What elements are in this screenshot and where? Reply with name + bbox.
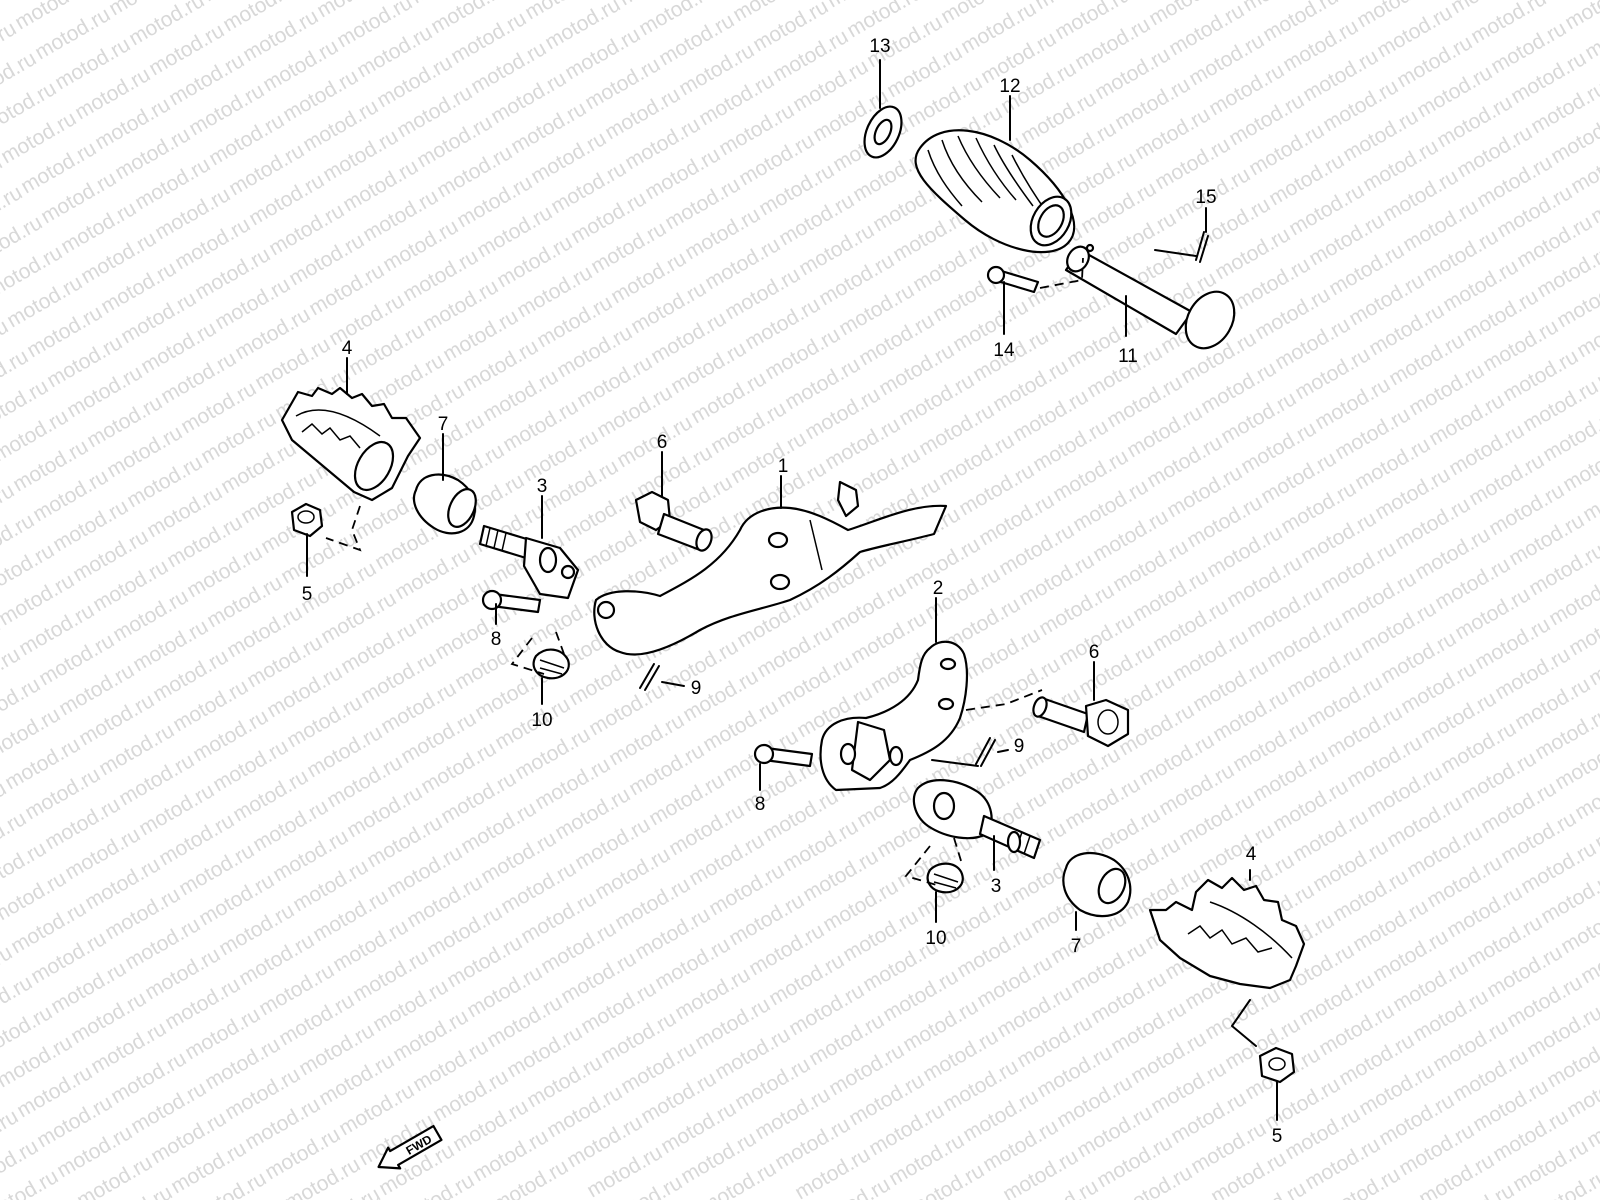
callout-11: 11 [1118, 346, 1138, 367]
callout-14: 14 [993, 340, 1015, 361]
part-7-bushing-left [412, 473, 477, 535]
callout-13: 13 [869, 36, 890, 57]
fwd-arrow-icon [377, 1124, 443, 1170]
callout-6-upper: 6 [657, 432, 668, 453]
callout-4-upper: 4 [342, 338, 353, 359]
part-6-bolt-lower [1032, 696, 1130, 748]
callout-3-lower: 3 [991, 876, 1002, 897]
callout-10-upper: 10 [531, 710, 552, 731]
callout-12: 12 [999, 76, 1020, 97]
callout-8-upper: 8 [491, 629, 502, 650]
part-13-washer [863, 105, 903, 159]
part-11-peg-shaft [1064, 243, 1236, 350]
part-7-bushing-lower [1062, 852, 1132, 918]
callout-7-lower: 7 [1071, 936, 1082, 957]
part-3-pivot-left [478, 524, 580, 600]
callout-5-upper: 5 [302, 584, 313, 605]
part-4-footrest-left [280, 386, 422, 552]
part-5-nut-left [290, 502, 324, 538]
part-2-bracket [819, 640, 1043, 792]
callout-9-upper: 9 [691, 678, 702, 699]
callout-6-lower: 6 [1089, 642, 1100, 663]
callout-15: 15 [1195, 187, 1216, 208]
part-5-nut-right [1258, 1046, 1296, 1084]
callout-1: 1 [778, 456, 789, 477]
callout-10-lower: 10 [925, 928, 946, 949]
watermark-text: motod.ru [1561, 0, 1600, 34]
part-10-spring-lower [904, 837, 964, 894]
leader-lines [306, 59, 1278, 1121]
part-15-clip [1154, 231, 1209, 263]
part-3-pivot-lower [912, 779, 1042, 860]
part-1-bracket [593, 480, 948, 656]
callout-2: 2 [933, 578, 944, 599]
part-12-grip [914, 129, 1076, 254]
fwd-arrow: FWD [377, 1124, 443, 1170]
part-6-bolt-upper [634, 490, 713, 552]
callout-5-lower: 5 [1272, 1126, 1283, 1147]
part-4-footrest-right [1148, 876, 1306, 1047]
lower-assembly [753, 640, 1306, 1084]
callout-4-lower: 4 [1246, 844, 1257, 865]
callout-9-lower: 9 [1014, 736, 1025, 757]
part-8-pin-upper [481, 589, 542, 614]
part-9-cotter-upper [639, 663, 685, 691]
callout-7-upper: 7 [438, 414, 449, 435]
upper-assembly [280, 105, 1236, 691]
callout-8-lower: 8 [755, 794, 766, 815]
part-14-pin [986, 257, 1084, 294]
part-9-cotter-lower [931, 737, 1009, 767]
callout-labels: 13 12 15 14 11 4 7 6 1 3 5 8 9 10 2 6 9 … [302, 36, 1283, 1147]
part-10-spring-upper [510, 631, 570, 680]
part-8-pin-lower [753, 743, 814, 768]
callout-3-upper: 3 [537, 476, 548, 497]
